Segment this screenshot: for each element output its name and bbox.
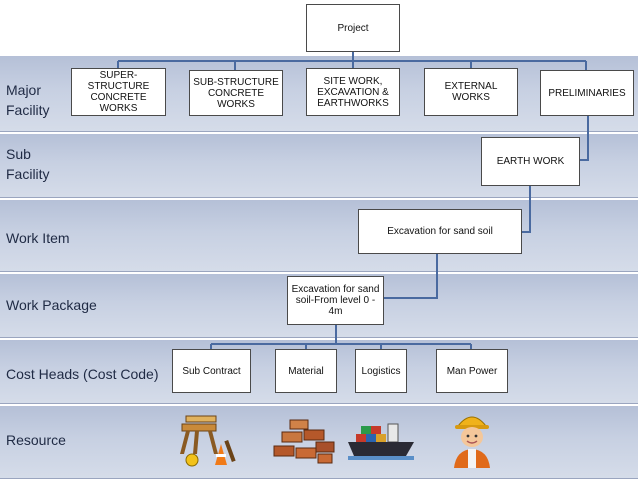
node-site-work: SITE WORK, EXCAVATION & EARTHWORKS (306, 68, 400, 116)
connector-workitem-package (384, 254, 438, 299)
node-sub-contract: Sub Contract (172, 349, 251, 393)
node-external-works: EXTERNAL WORKS (424, 68, 518, 116)
node-logistics: Logistics (355, 349, 407, 393)
band-label-work-package: Work Package (6, 297, 97, 313)
worker-icon (454, 416, 490, 468)
node-work-package: Excavation for sand soil-From level 0 - … (287, 276, 384, 325)
band-label-resource: Resource (6, 432, 66, 448)
cargo-ship-icon (348, 423, 414, 460)
construction-equipment-icon (180, 415, 236, 467)
node-sub-structure: SUB-STRUCTURE CONCRETE WORKS (189, 70, 283, 116)
node-super-structure: SUPER-STRUCTURE CONCRETE WORKS (71, 68, 166, 116)
band-label-major-facility: Major Facility (6, 82, 50, 118)
node-project: Project (306, 4, 400, 52)
band-work-item: Work Item (0, 198, 638, 272)
node-material: Material (275, 349, 337, 393)
bricks-icon (273, 419, 335, 464)
node-man-power: Man Power (436, 349, 508, 393)
node-earth-work: EARTH WORK (481, 137, 580, 186)
band-label-sub-facility: Sub Facility (6, 146, 50, 182)
band-label-work-item: Work Item (6, 230, 70, 246)
node-preliminaries: PRELIMINARIES (540, 70, 634, 116)
node-work-item: Excavation for sand soil (358, 209, 522, 254)
connector-preliminaries-earthwork (580, 116, 589, 161)
band-label-cost-heads: Cost Heads (Cost Code) (6, 366, 159, 382)
connector-earthwork-workitem (522, 186, 531, 233)
